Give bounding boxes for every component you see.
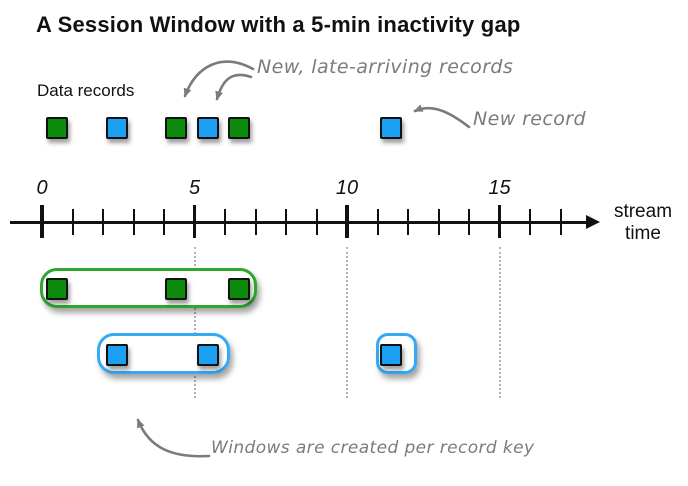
time-axis-line [10,221,588,224]
minor-tick [163,209,165,235]
blue-record-in-window [380,343,403,366]
arrow-to-late-green-icon [183,60,255,98]
blue-record [105,117,128,139]
dotted-guide [346,247,348,398]
minor-tick [376,209,379,235]
green-record-in-window [227,278,250,300]
minor-tick [285,209,287,235]
minor-tick [224,209,226,235]
tick-label: 5 [188,177,201,199]
major-tick [40,205,44,238]
green-record [165,117,188,139]
green-record [46,117,69,139]
major-tick [345,205,349,238]
blue-record-in-window [105,343,128,366]
minor-tick [102,209,104,235]
page-title: A Session Window with a 5-min inactivity… [36,12,521,37]
major-tick [497,205,502,238]
major-tick [192,205,197,238]
dotted-guide [193,247,196,398]
minor-tick [468,209,470,235]
annotation-late-records: New, late-arriving records [257,56,514,78]
annotation-new-record: New record [473,108,586,130]
axis-unit-label: stream time [607,201,679,245]
arrow-to-windows-icon [136,418,211,458]
blue-record [197,117,220,139]
tick-label: 15 [488,177,511,199]
arrow-to-new-record-icon [413,104,471,129]
annotation-windows-note: Windows are created per record key [211,438,535,458]
tick-label: 10 [335,177,359,199]
minor-tick [559,209,562,235]
dotted-guide [498,247,501,398]
green-session-window [40,268,258,308]
green-record-in-window [165,278,188,300]
arrow-to-late-blue-icon [215,73,253,101]
axis-unit-label-line1: stream [613,201,673,222]
time-axis-arrowhead-icon [586,214,600,229]
axis-unit-label-line2: time [625,223,661,244]
blue-record [380,117,403,139]
green-record [227,117,250,139]
minor-tick [71,209,74,235]
green-record-in-window [46,278,69,300]
minor-tick [407,209,409,235]
tick-label: 0 [36,177,48,199]
minor-tick [315,209,318,235]
minor-tick [254,209,257,235]
minor-tick [132,209,135,235]
minor-tick [529,209,531,235]
minor-tick [437,209,440,235]
blue-record-in-window [197,343,220,366]
data-records-label: Data records [37,81,135,100]
